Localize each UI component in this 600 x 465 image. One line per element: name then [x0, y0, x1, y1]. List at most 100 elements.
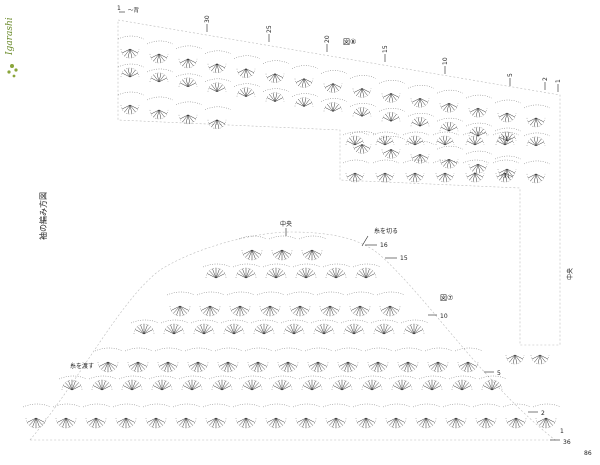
chain-arc: [166, 291, 196, 296]
stitch-fan: [169, 305, 191, 317]
stitch-fan: [391, 379, 413, 391]
figure-8-outline: [117, 19, 561, 346]
stitch-fan: [295, 417, 317, 429]
stitch-fan: [495, 172, 515, 183]
chain-arc: [412, 403, 442, 408]
stitch-fan: [199, 305, 221, 317]
chain-arc: [142, 403, 172, 408]
stitch-fan: [295, 267, 317, 279]
chain-arc: [204, 78, 232, 83]
chain-arc: [492, 131, 520, 136]
chain-arc: [286, 291, 316, 296]
stitch-fan: [301, 379, 323, 391]
chain-arc: [322, 263, 352, 268]
stitch-fan: [247, 361, 269, 373]
chain-arc: [112, 403, 142, 408]
f8-row-10: 10: [442, 57, 449, 65]
stitch-fan: [115, 417, 137, 429]
stitch-fan: [241, 249, 263, 261]
chain-arc: [465, 150, 493, 155]
f7-row-16: 16: [380, 242, 388, 249]
chain-arc: [454, 347, 484, 352]
chain-arc: [244, 347, 274, 352]
chain-arc: [256, 291, 286, 296]
f7-row-36: 36: [563, 439, 571, 446]
figure-7-top-label: 中央: [280, 220, 292, 228]
chain-arc: [494, 99, 522, 104]
chain-arc: [233, 55, 261, 59]
figure-7-label: 図⑦: [440, 294, 453, 302]
stitch-fan: [178, 114, 198, 125]
chain-arc: [250, 319, 280, 324]
chain-arc: [22, 403, 52, 408]
chain-arc: [58, 375, 88, 380]
stitch-fan: [465, 172, 485, 183]
stitch-fan: [355, 417, 377, 429]
stitch-fan: [97, 361, 119, 373]
stitch-fan: [373, 323, 395, 335]
figure-7-row-markers: 16 15 10 5 2 1 36: [380, 242, 571, 446]
chain-arc: [472, 403, 502, 408]
chain-arc: [378, 108, 406, 112]
chain-arc: [82, 403, 112, 408]
chain-arc: [448, 375, 478, 380]
chain-arc: [202, 263, 232, 268]
chain-arc: [502, 403, 532, 408]
chain-arc: [146, 40, 174, 45]
stitch-fan: [207, 63, 227, 73]
chain-arc: [204, 50, 232, 55]
stitch-fan: [205, 417, 227, 429]
brand-logo: Igarashi: [5, 17, 15, 56]
stitch-fan: [381, 149, 401, 159]
chain-arc: [342, 131, 370, 136]
stitch-fan: [468, 126, 488, 137]
figure-7-left-note: 糸を渡す: [70, 362, 94, 370]
chain-arc: [320, 98, 348, 102]
stitch-fan: [505, 354, 525, 365]
stitch-fan: [217, 361, 239, 373]
stitch-fan: [331, 379, 353, 391]
stitch-fan: [265, 267, 287, 279]
chain-arc: [342, 159, 370, 164]
figure-8-row-markers: 1 30 25 20 15 10 5 2 1: [117, 5, 562, 83]
chain-arc: [175, 45, 203, 50]
chain-arc: [349, 131, 377, 135]
chain-arc: [462, 131, 490, 136]
stitch-fan: [277, 361, 299, 373]
chain-arc: [184, 347, 214, 352]
chain-arc: [118, 375, 148, 380]
chain-arc: [268, 235, 298, 240]
chain-arc: [320, 70, 348, 74]
f8-row-25: 25: [266, 25, 273, 33]
stitch-fan: [236, 87, 256, 97]
stitch-fan: [410, 98, 430, 108]
stitch-fan: [445, 417, 467, 429]
stitch-fan: [294, 78, 314, 88]
figure-8-row-arrows: [119, 11, 559, 92]
stitch-fan: [265, 92, 285, 102]
chain-arc: [465, 94, 493, 99]
chain-arc: [88, 375, 118, 380]
f7-row-5: 5: [497, 370, 501, 377]
chain-arc: [523, 104, 551, 109]
chain-arc: [432, 131, 460, 136]
chain-arc: [238, 235, 268, 240]
chain-arc: [418, 375, 448, 380]
stitch-fan: [265, 73, 285, 83]
stitch-fan: [127, 361, 149, 373]
stitch-fan: [85, 417, 107, 429]
chain-arc: [291, 93, 319, 97]
chain-arc: [262, 263, 292, 268]
stitch-fan: [289, 305, 311, 317]
chain-arc: [432, 159, 460, 164]
chain-arc: [462, 159, 490, 164]
chain-arc: [310, 319, 340, 324]
stitch-fan: [435, 172, 455, 183]
chain-arc: [402, 131, 430, 136]
stitch-fan: [397, 361, 419, 373]
chain-arc: [292, 263, 322, 268]
stitch-fan: [465, 135, 485, 146]
stitch-fan: [457, 361, 479, 373]
stitch-fan: [526, 136, 546, 147]
chain-arc: [436, 89, 464, 94]
